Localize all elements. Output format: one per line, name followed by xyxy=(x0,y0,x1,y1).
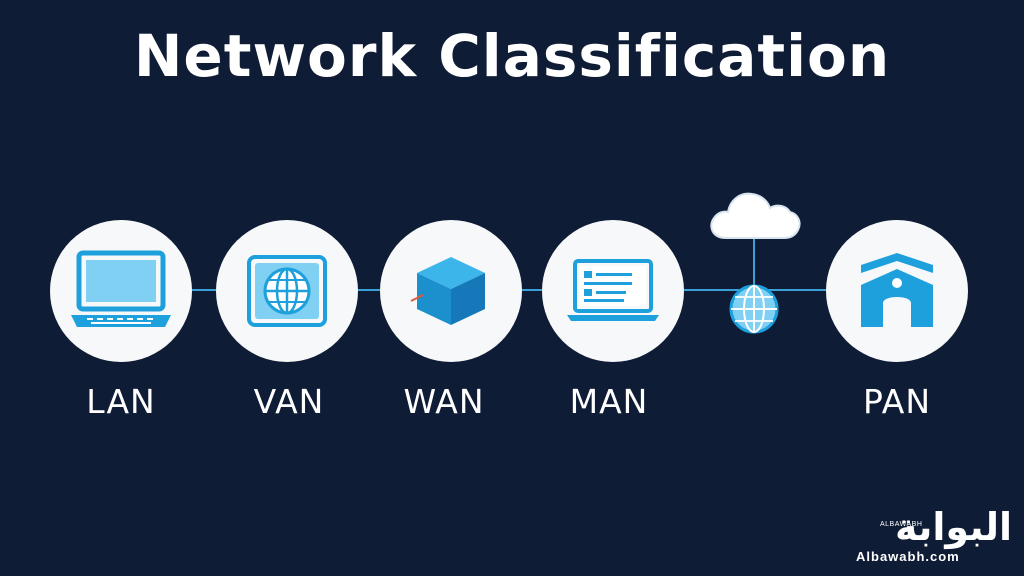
globe-icon xyxy=(729,284,779,334)
node-man xyxy=(542,220,684,362)
logo-arabic-text: البوابة xyxy=(895,505,1012,549)
cloud-icon xyxy=(710,192,801,239)
cube-icon xyxy=(410,257,485,325)
connector-line-vertical xyxy=(753,232,755,290)
monitor-icon xyxy=(567,259,659,321)
node-pan xyxy=(826,220,968,362)
label-man: MAN xyxy=(569,382,649,421)
node-lan xyxy=(50,220,192,362)
node-wan xyxy=(380,220,522,362)
node-van xyxy=(216,220,358,362)
logo-domain-text: Albawabh.com xyxy=(856,549,960,564)
label-wan: WAN xyxy=(403,382,485,421)
label-pan: PAN xyxy=(862,382,932,421)
globe-icon xyxy=(247,255,327,327)
building-icon xyxy=(861,253,933,327)
label-lan: LAN xyxy=(86,382,156,421)
watermark-logo: البوابة ALBAWABH Albawabh.com xyxy=(856,505,1016,569)
label-van: VAN xyxy=(253,382,325,421)
page-title: Network Classification xyxy=(133,22,891,90)
logo-small-text: ALBAWABH xyxy=(880,521,923,528)
connector-line-2 xyxy=(354,289,384,291)
connector-line-1 xyxy=(190,289,220,291)
connector-line-3 xyxy=(516,289,546,291)
laptop-icon xyxy=(71,250,171,327)
